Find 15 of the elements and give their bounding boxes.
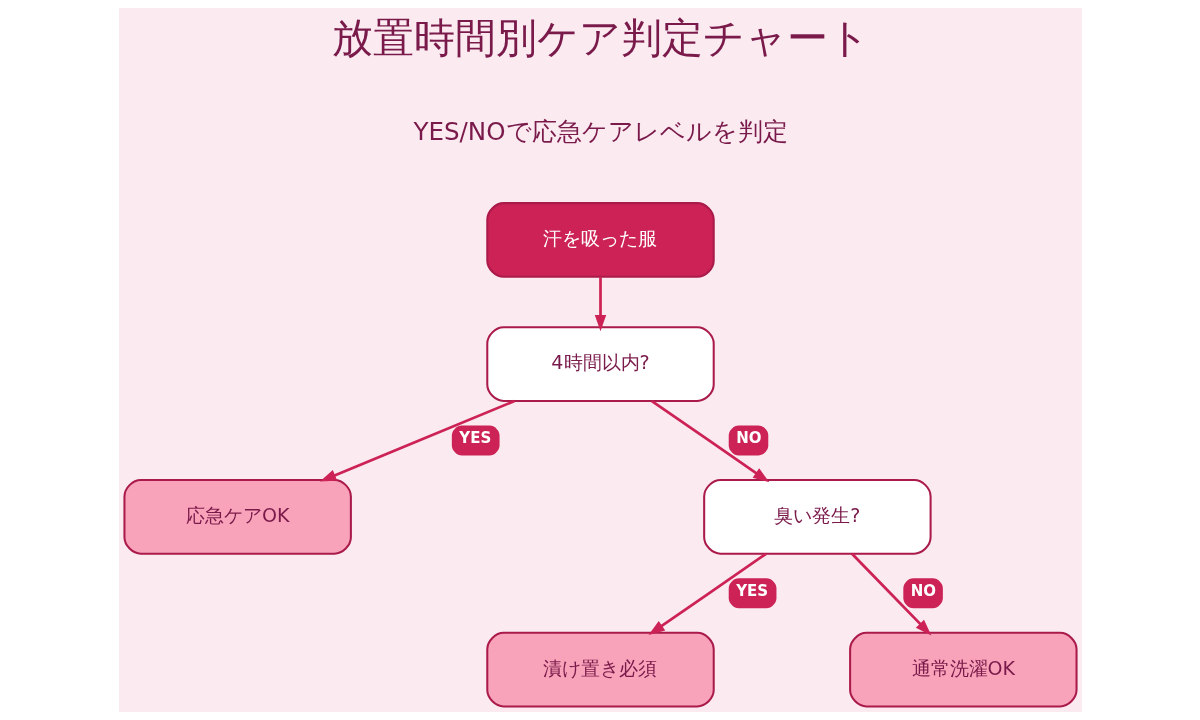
node-box: 通常洗濯OK: [848, 631, 1078, 708]
node-box: 4時間以内?: [485, 326, 715, 402]
node-box: 応急ケアOK: [122, 479, 352, 555]
label: YES/NOで応急ケアレベルを判定: [412, 116, 788, 146]
diagram-title: 放置時間別ケア判定チャート: [331, 13, 870, 62]
node-box: 臭い発生?: [702, 479, 932, 555]
arrow: [850, 552, 931, 636]
edge-label: NO: [735, 428, 762, 447]
edge-label: NO: [910, 581, 936, 600]
node-box: 漬け置き必須: [485, 631, 715, 708]
node-box: 汗を吸った服: [485, 202, 715, 278]
edge-label: YES: [458, 428, 491, 447]
edge-label: YES: [735, 581, 768, 600]
arrow: [319, 399, 515, 482]
arrow: [594, 277, 606, 332]
